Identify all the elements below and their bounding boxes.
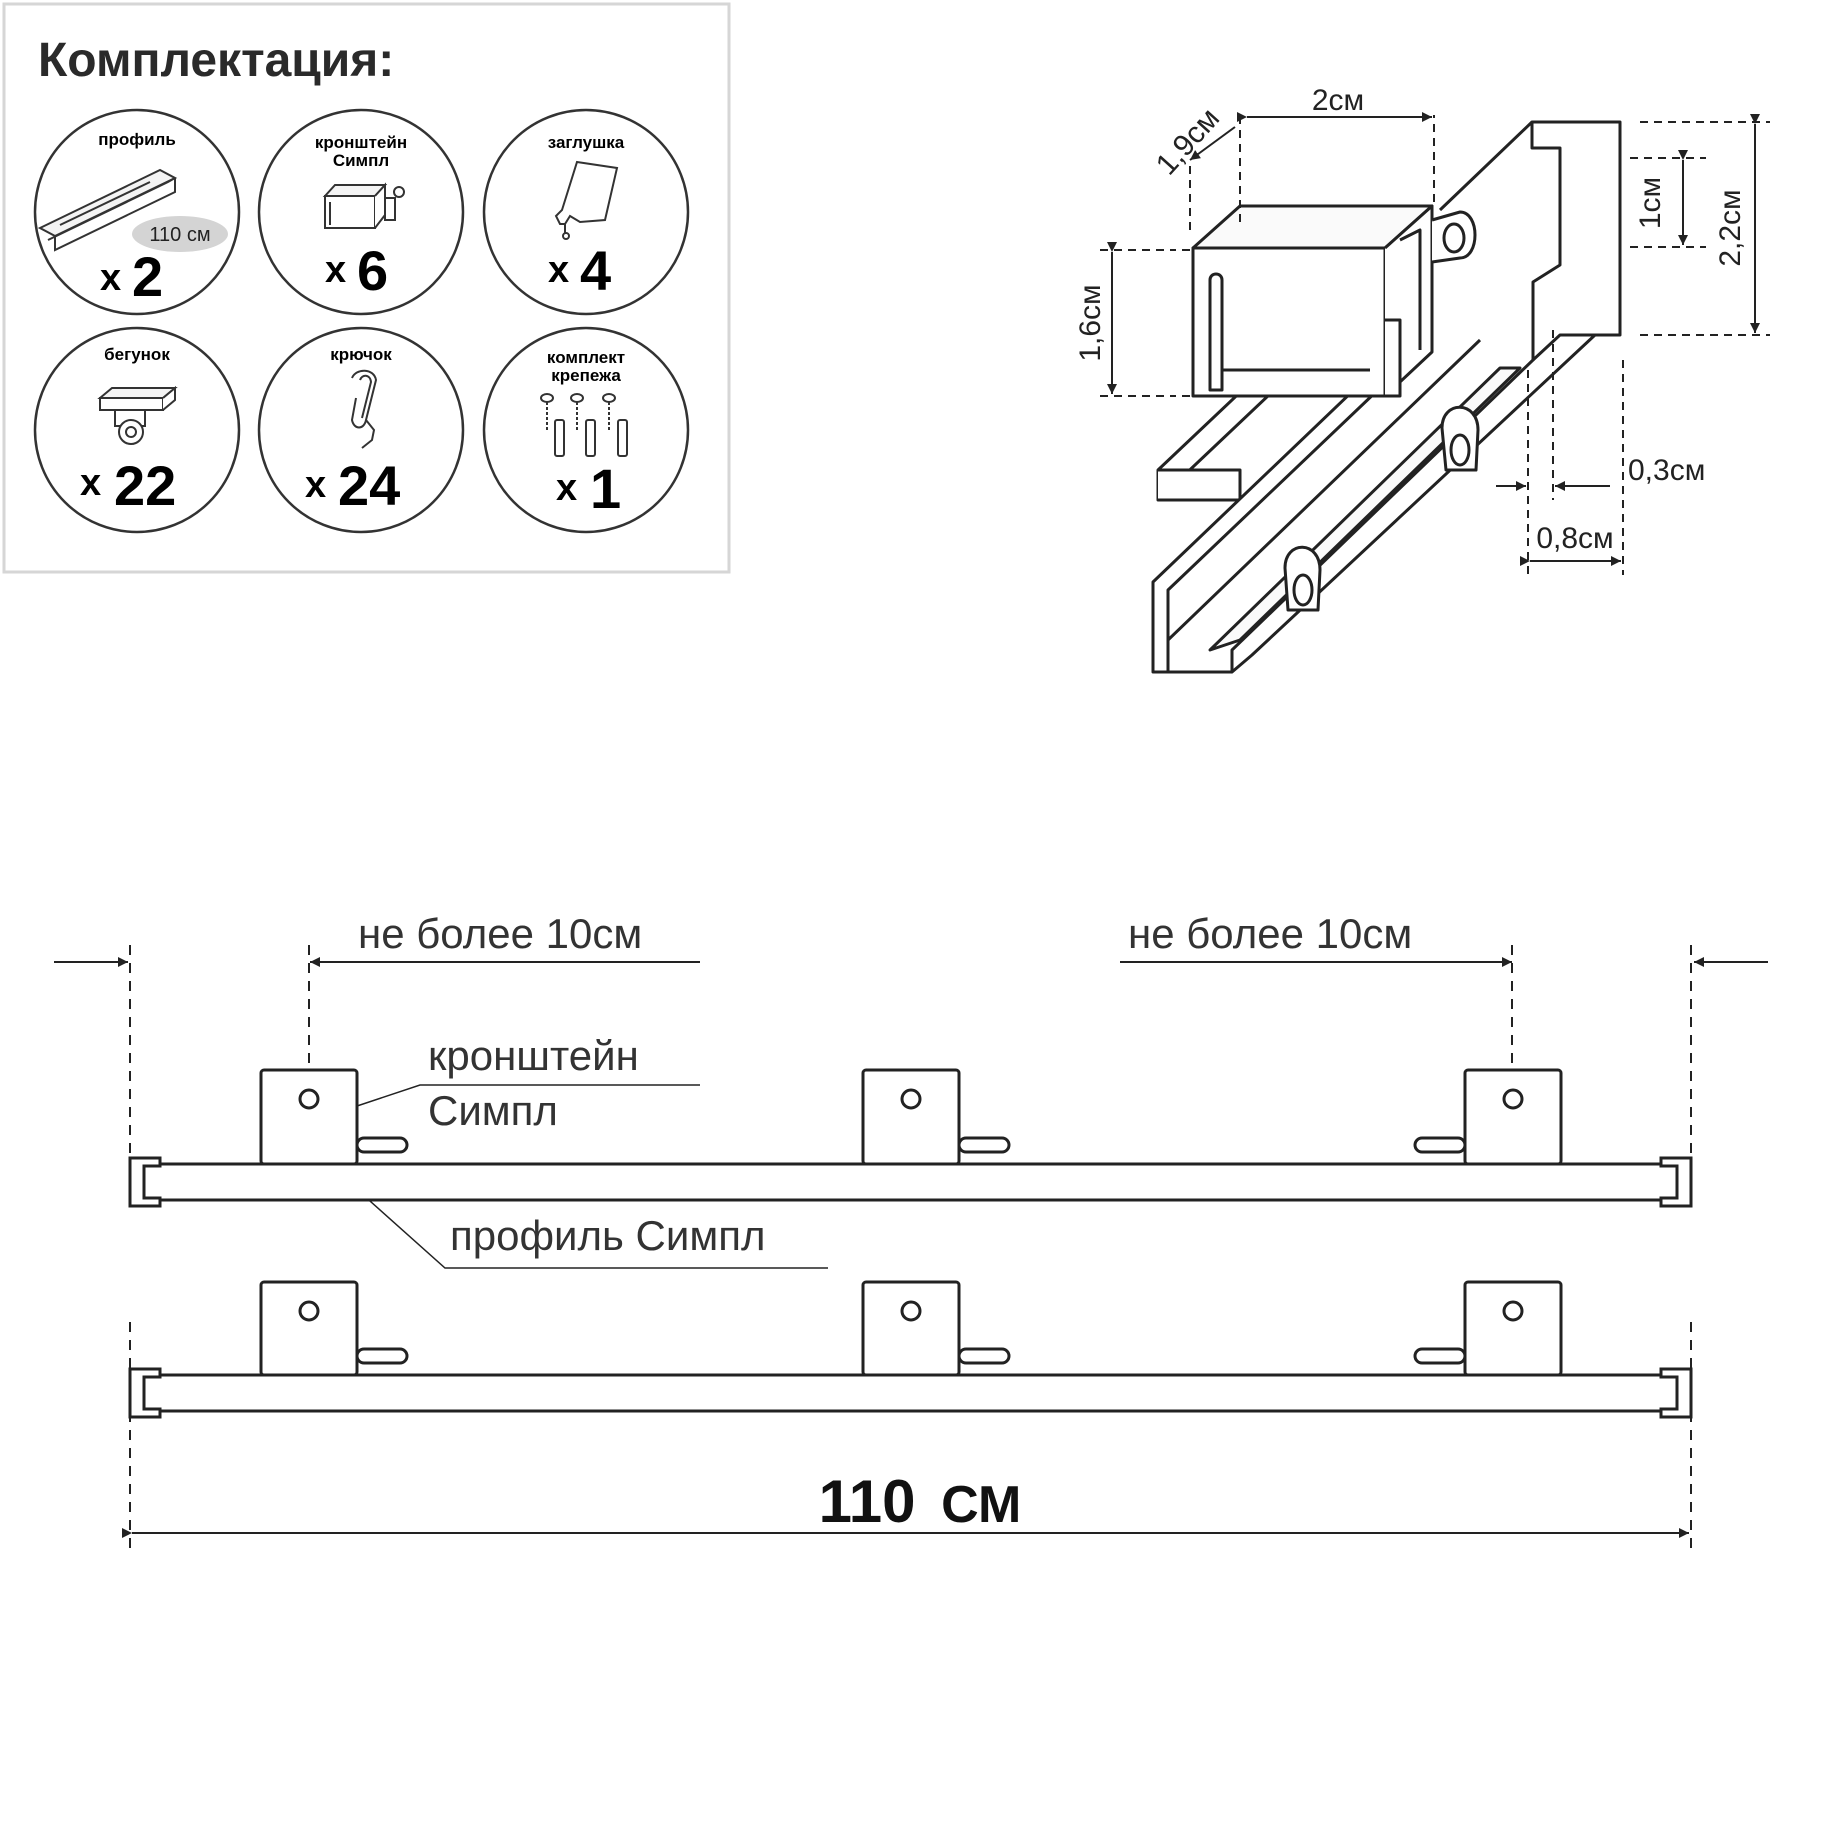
- profile-assembly-lower: [128, 1280, 1693, 1419]
- kit-item-label: бегунок: [104, 345, 170, 364]
- runner-icon: [97, 385, 178, 445]
- kit-item-label: Симпл: [333, 151, 389, 170]
- profile-assembly-upper: [128, 1068, 1693, 1208]
- kit-item-qty: 1: [590, 457, 621, 520]
- kit-item-label: кронштейн: [315, 133, 407, 152]
- kit-item-prefix: x: [556, 467, 577, 509]
- spacing-dimensions: [54, 945, 1768, 1555]
- kit-item-profile: профиль 110 см x 2: [33, 108, 241, 316]
- kit-item-runner: бегунок x 22: [33, 326, 241, 534]
- kit-item-fasteners: комплект крепежа x 1: [482, 326, 690, 534]
- total-length-value: 110: [819, 1468, 916, 1535]
- bracket-simple: [861, 1068, 1011, 1166]
- kit-item-prefix: x: [100, 257, 121, 299]
- kit-item-prefix: x: [325, 249, 346, 291]
- bracket-callout-line2: Симпл: [428, 1087, 558, 1134]
- length-badge-text: 110 см: [149, 224, 210, 246]
- dimension-1-6cm: 1,6см: [1074, 284, 1107, 361]
- runner-eyelet: [1283, 545, 1322, 612]
- spacing-labels: не более 10см не более 10см кронштейн Си…: [358, 910, 1412, 1535]
- kit-item-label: комплект: [547, 348, 625, 367]
- kit-item-label: заглушка: [548, 133, 625, 152]
- profile-detail-drawing: [1151, 120, 1622, 674]
- bracket-block: [1191, 204, 1477, 398]
- bracket-callout-line1: кронштейн: [428, 1032, 639, 1079]
- bracket-simple: [259, 1280, 409, 1377]
- kit-item-qty: 6: [357, 239, 388, 302]
- dimension-2cm: 2см: [1312, 84, 1364, 117]
- kit-item-prefix: x: [305, 464, 326, 506]
- kit-item-hook: крючок x 24: [257, 326, 465, 534]
- kit-item-qty: 24: [338, 454, 400, 517]
- total-length: 110 СМ: [819, 1468, 1022, 1535]
- dimension-1cm: 1см: [1634, 177, 1667, 229]
- profile-rail-icon: [37, 168, 178, 252]
- kit-item-prefix: x: [80, 462, 101, 504]
- dimension-0-3cm: 0,3см: [1628, 454, 1705, 487]
- kit-item-label: крючок: [330, 345, 392, 364]
- bracket-simple: [259, 1068, 409, 1166]
- kit-item-qty: 2: [132, 245, 163, 308]
- dimension-2-2cm: 2,2см: [1714, 189, 1747, 266]
- end-cap-icon: [554, 160, 619, 240]
- dimension-0-8cm: 0,8см: [1536, 522, 1613, 555]
- right-gap-label: не более 10см: [1128, 910, 1412, 957]
- bracket-simple: [861, 1280, 1011, 1377]
- bracket-simple: [1413, 1068, 1563, 1166]
- kit-item-bracket: кронштейн Симпл x 6: [257, 108, 465, 316]
- detail-dimensions: [1100, 112, 1770, 575]
- kit-item-qty: 4: [580, 239, 611, 302]
- kit-item-label: крепежа: [551, 366, 621, 385]
- profile-callout: профиль Симпл: [450, 1212, 765, 1259]
- bracket-icon: [322, 182, 405, 229]
- kit-item-endcap: заглушка x 4: [482, 108, 690, 316]
- kit-item-qty: 22: [114, 454, 176, 517]
- fasteners-icon: [540, 393, 628, 457]
- left-gap-label: не более 10см: [358, 910, 642, 957]
- length-badge: [132, 216, 228, 252]
- total-length-unit: СМ: [941, 1476, 1021, 1534]
- hook-icon: [350, 369, 378, 449]
- kit-item-prefix: x: [548, 249, 569, 291]
- kit-title: Комплектация:: [38, 34, 394, 87]
- kit-item-label: профиль: [98, 130, 176, 149]
- runner-eyelet: [1440, 405, 1480, 472]
- bracket-simple: [1413, 1280, 1563, 1377]
- kit-panel: Комплектация: профиль 110 см x 2 кронште…: [2, 2, 731, 574]
